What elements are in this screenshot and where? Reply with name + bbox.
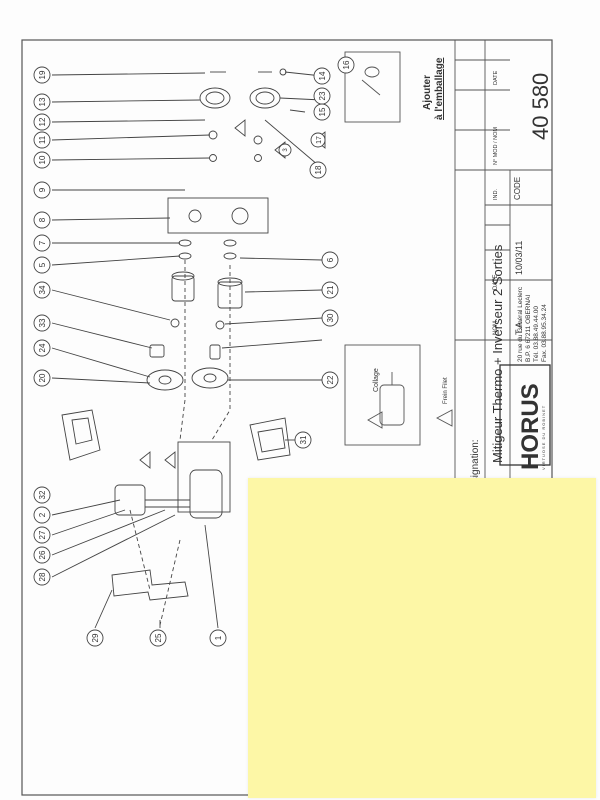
callout-15: 15 bbox=[313, 103, 331, 121]
callout-3: 3 bbox=[278, 143, 292, 157]
company-tagline: VIRTUOSE DU ROBINET bbox=[541, 405, 546, 470]
callout-28: 28 bbox=[33, 568, 51, 586]
svg-text:14: 14 bbox=[318, 71, 327, 80]
callout-14: 14 bbox=[313, 67, 331, 85]
callout-8: 8 bbox=[33, 211, 51, 229]
ajouter-text: Ajouter bbox=[422, 75, 433, 110]
callout-20: 20 bbox=[33, 369, 51, 387]
ind-header: IND. bbox=[493, 189, 499, 200]
nom-value: T.A. bbox=[514, 319, 524, 335]
address-line-2: B.P. 6 67211 OBERNAI bbox=[525, 294, 532, 362]
callout-21: 21 bbox=[321, 281, 339, 299]
svg-text:15: 15 bbox=[318, 107, 327, 116]
svg-text:25: 25 bbox=[154, 633, 163, 642]
svg-text:22: 22 bbox=[326, 375, 335, 384]
callout-9: 9 bbox=[33, 181, 51, 199]
code-value: 40 580 bbox=[528, 73, 553, 140]
emballage-text: à l'emballage bbox=[434, 57, 445, 120]
svg-text:3: 3 bbox=[283, 148, 289, 152]
parts-drawing bbox=[51, 68, 326, 629]
svg-text:5: 5 bbox=[38, 262, 47, 267]
callout-22: 22 bbox=[321, 371, 339, 389]
callout-24: 24 bbox=[33, 339, 51, 357]
collage-box bbox=[344, 344, 421, 446]
callout-31: 31 bbox=[294, 431, 312, 449]
code-label: CODE bbox=[513, 177, 522, 200]
svg-text:18: 18 bbox=[314, 165, 323, 174]
address-line-4: Fax. 03.88.95.34.24 bbox=[541, 304, 548, 362]
callout-1: 1 bbox=[209, 629, 227, 647]
collage-text: Collage bbox=[373, 368, 380, 392]
svg-text:16: 16 bbox=[342, 60, 351, 69]
svg-text:26: 26 bbox=[38, 550, 47, 559]
svg-text:11: 11 bbox=[38, 135, 47, 144]
callout-12: 12 bbox=[33, 113, 51, 131]
callout-10: 10 bbox=[33, 151, 51, 169]
callout-30: 30 bbox=[321, 309, 339, 327]
svg-text:20: 20 bbox=[38, 373, 47, 382]
svg-text:32: 32 bbox=[38, 490, 47, 499]
designation-label: Désignation: bbox=[470, 439, 481, 495]
svg-text:7: 7 bbox=[38, 240, 47, 245]
date-value: 10/03/11 bbox=[514, 241, 524, 275]
callout-5: 5 bbox=[33, 256, 51, 274]
svg-text:23: 23 bbox=[318, 91, 327, 100]
frein-filet-text: Frein Filet bbox=[443, 377, 449, 404]
callout-2: 2 bbox=[33, 506, 51, 524]
svg-text:12: 12 bbox=[38, 117, 47, 126]
accessory-box bbox=[344, 51, 401, 123]
callout-16: 16 bbox=[337, 56, 355, 74]
svg-text:2: 2 bbox=[38, 512, 47, 517]
svg-text:10: 10 bbox=[38, 155, 47, 164]
svg-text:29: 29 bbox=[91, 633, 100, 642]
svg-text:24: 24 bbox=[38, 343, 47, 352]
callout-27: 27 bbox=[33, 526, 51, 544]
svg-text:31: 31 bbox=[299, 435, 308, 444]
callout-7: 7 bbox=[33, 234, 51, 252]
address-line-1: 20 rue du Général Leclerc bbox=[517, 286, 524, 362]
callout-32: 32 bbox=[33, 486, 51, 504]
callout-29: 29 bbox=[86, 629, 104, 647]
accessory-part bbox=[361, 66, 381, 96]
callout-18: 18 bbox=[309, 161, 327, 179]
svg-text:9: 9 bbox=[38, 187, 47, 192]
company-logo: HORUS bbox=[517, 383, 544, 470]
address-line-3: Tél. 03.88.49.44.00 bbox=[533, 306, 540, 362]
svg-text:13: 13 bbox=[38, 97, 47, 106]
nom-header: NOM bbox=[493, 321, 499, 335]
svg-text:6: 6 bbox=[326, 257, 335, 262]
callout-33: 33 bbox=[33, 314, 51, 332]
svg-text:19: 19 bbox=[38, 70, 47, 79]
callout-6: 6 bbox=[321, 251, 339, 269]
svg-text:30: 30 bbox=[326, 313, 335, 322]
callout-26: 26 bbox=[33, 546, 51, 564]
svg-text:1: 1 bbox=[214, 635, 223, 640]
mod-date-header: DATE bbox=[493, 70, 499, 85]
callout-23: 23 bbox=[313, 87, 331, 105]
svg-text:28: 28 bbox=[38, 572, 47, 581]
callout-25: 25 bbox=[149, 629, 167, 647]
glue-bottle-icon bbox=[367, 372, 405, 429]
svg-text:17: 17 bbox=[316, 136, 323, 144]
designation-text: Mitigeur Thermo + Inverseur 2 Sorties bbox=[490, 244, 505, 463]
date-header: DATE bbox=[493, 274, 499, 290]
svg-text:21: 21 bbox=[326, 285, 335, 294]
callout-11: 11 bbox=[33, 131, 51, 149]
callout-34: 34 bbox=[33, 281, 51, 299]
callout-19: 19 bbox=[33, 66, 51, 84]
callout-13: 13 bbox=[33, 93, 51, 111]
mod-header: N° MOD / NOM bbox=[493, 127, 499, 165]
svg-text:8: 8 bbox=[38, 217, 47, 222]
svg-text:33: 33 bbox=[38, 318, 47, 327]
frein-filet-symbol bbox=[436, 409, 453, 427]
callout-bubbles: 19 13 12 11 10 9 8 7 5 34 33 24 20 32 2 … bbox=[33, 56, 355, 647]
sticky-note-overlay bbox=[248, 478, 596, 798]
svg-text:27: 27 bbox=[38, 530, 47, 539]
callout-17: 17 bbox=[310, 132, 326, 148]
svg-text:34: 34 bbox=[38, 285, 47, 294]
